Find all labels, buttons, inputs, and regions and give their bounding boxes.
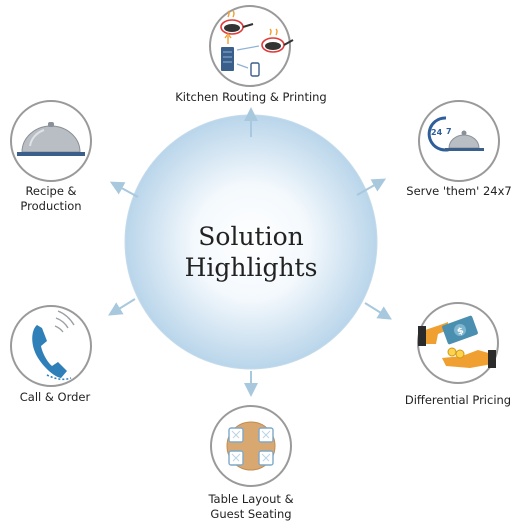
center-title-line1: Solution [198,222,303,251]
table-layout-label-line1: Table Layout & [207,492,293,506]
feature-differential-pricing: $ Differential Pricing [405,302,511,407]
serve-24x7-label: Serve 'them' 24x7 [406,184,511,198]
money-hands-icon: $ [418,315,496,368]
feature-table-layout: Table Layout & Guest Seating [207,405,294,521]
clock-24-text: 24 [431,128,443,137]
svg-text:$: $ [456,326,465,338]
feature-call-order: Call & Order [10,305,92,404]
kitchen-routing-label: Kitchen Routing & Printing [175,90,326,104]
center-title-line2: Highlights [185,253,318,282]
phone-icon [32,310,75,381]
clock-cloche-icon: 24 7 [427,116,484,152]
arrow-to-phone [108,298,136,316]
center-node: Solution Highlights [124,114,378,370]
feature-kitchen-routing: Kitchen Routing & Printing [175,5,327,104]
call-order-label: Call & Order [20,390,91,404]
feature-serve-24x7: 24 7 Serve 'them' 24x7 [406,100,512,198]
arrow-to-serve [356,178,387,196]
recipe-label-line1: Recipe & [25,184,76,198]
feature-recipe-production: Recipe & Production [10,100,92,213]
table-seating-icon [226,421,276,471]
arrow-to-pricing [364,302,392,320]
differential-pricing-label: Differential Pricing [405,393,511,407]
table-layout-label-line2: Guest Seating [210,507,291,521]
kitchen-routing-icon [220,10,294,77]
cloche-icon [17,122,85,156]
clock-7-text: 7 [446,127,452,136]
recipe-label-line2: Production [20,199,81,213]
connector-arrows [108,107,392,397]
arrow-to-recipe [109,181,139,198]
